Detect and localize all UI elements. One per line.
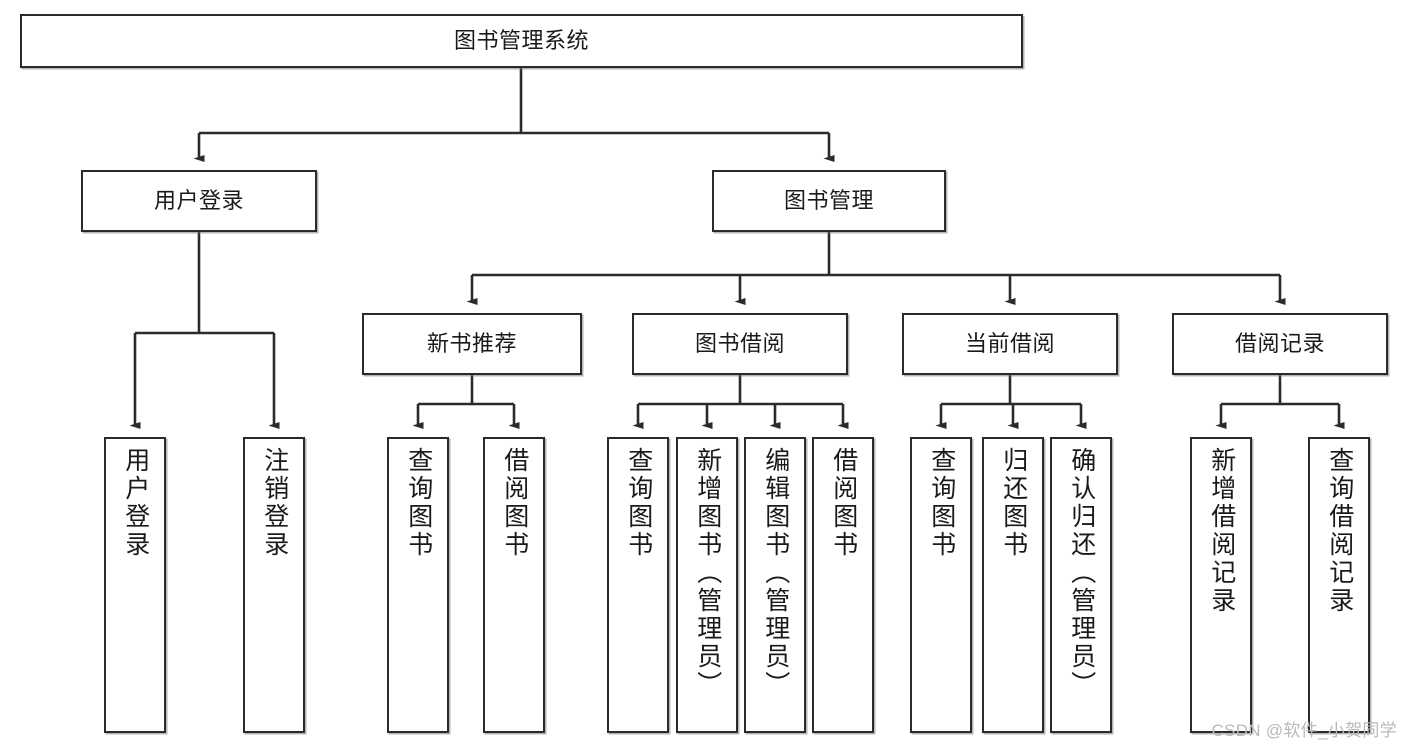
leaf-user-logout[interactable]: 注销登录 (243, 437, 305, 733)
leaf-add-book[interactable]: 新增图书（管理员） (676, 437, 738, 733)
node-new-book-recommend-label: 新书推荐 (426, 331, 517, 357)
leaf-confirm-return[interactable]: 确认归还（管理员） (1050, 437, 1112, 733)
node-user-login[interactable]: 用户登录 (81, 170, 317, 232)
connector-bookmgmt-to-level3 (466, 232, 1286, 305)
node-borrow-record[interactable]: 借阅记录 (1172, 313, 1388, 375)
leaf-add-borrow-record-label: 新增借阅记录 (1207, 447, 1236, 615)
leaf-query-book-1-label: 查询图书 (404, 447, 433, 559)
connector-current-to-leaves (935, 375, 1087, 429)
node-book-management-label: 图书管理 (783, 188, 874, 214)
connector-root-to-level2 (193, 68, 835, 162)
leaf-user-logout-label: 注销登录 (260, 447, 289, 559)
node-borrow-record-label: 借阅记录 (1234, 331, 1325, 357)
leaf-query-book-1[interactable]: 查询图书 (387, 437, 449, 733)
csdn-watermark: CSDN @软件_小贺同学 (1211, 721, 1397, 740)
node-current-borrow-label: 当前借阅 (964, 331, 1055, 357)
leaf-add-book-label: 新增图书（管理员） (693, 447, 722, 699)
leaf-query-book-2-label: 查询图书 (624, 447, 653, 559)
node-book-borrow-label: 图书借阅 (694, 331, 785, 357)
leaf-borrow-book-1[interactable]: 借阅图书 (483, 437, 545, 733)
node-book-borrow[interactable]: 图书借阅 (632, 313, 848, 375)
leaf-query-borrow-record-label: 查询借阅记录 (1325, 447, 1354, 615)
connector-record-to-leaves (1215, 375, 1345, 429)
leaf-user-login[interactable]: 用户登录 (104, 437, 166, 733)
connector-borrow-to-leaves (632, 375, 849, 429)
node-user-login-label: 用户登录 (153, 188, 244, 214)
node-current-borrow[interactable]: 当前借阅 (902, 313, 1118, 375)
node-book-management[interactable]: 图书管理 (712, 170, 946, 232)
leaf-confirm-return-label: 确认归还（管理员） (1067, 447, 1096, 699)
leaf-user-login-label: 用户登录 (121, 447, 150, 559)
leaf-query-book-3-label: 查询图书 (927, 447, 956, 559)
node-root-label: 图书管理系统 (453, 28, 589, 54)
leaf-borrow-book-2-label: 借阅图书 (829, 447, 858, 559)
leaf-edit-book-label: 编辑图书（管理员） (761, 447, 790, 699)
leaf-query-book-2[interactable]: 查询图书 (607, 437, 669, 733)
leaf-borrow-book-1-label: 借阅图书 (500, 447, 529, 559)
leaf-query-book-3[interactable]: 查询图书 (910, 437, 972, 733)
leaf-query-borrow-record[interactable]: 查询借阅记录 (1308, 437, 1370, 733)
leaf-borrow-book-2[interactable]: 借阅图书 (812, 437, 874, 733)
connector-userlogin-to-leaves (129, 232, 280, 429)
leaf-return-book[interactable]: 归还图书 (982, 437, 1044, 733)
leaf-add-borrow-record[interactable]: 新增借阅记录 (1190, 437, 1252, 733)
leaf-return-book-label: 归还图书 (999, 447, 1028, 559)
node-new-book-recommend[interactable]: 新书推荐 (362, 313, 582, 375)
connector-recommend-to-leaves (412, 375, 520, 429)
node-root[interactable]: 图书管理系统 (20, 14, 1023, 68)
leaf-edit-book[interactable]: 编辑图书（管理员） (744, 437, 806, 733)
